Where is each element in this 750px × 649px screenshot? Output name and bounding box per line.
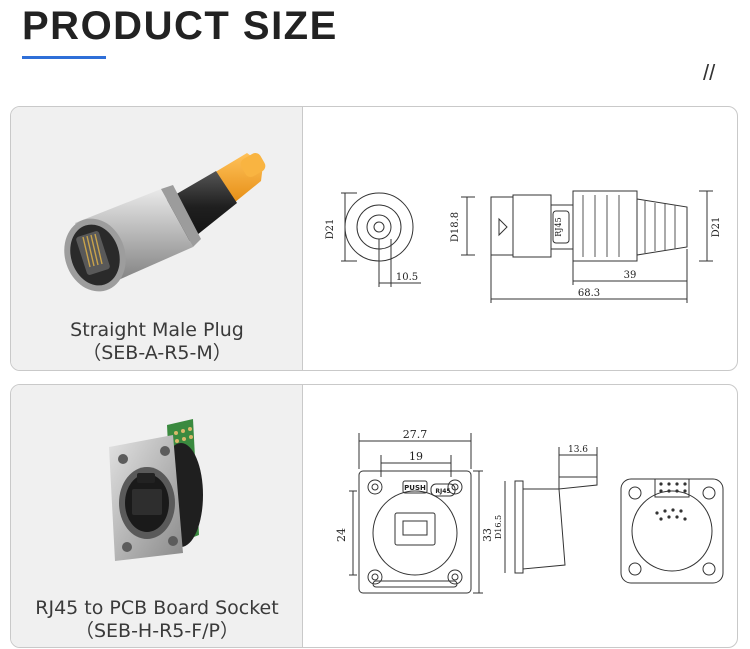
decorative-slash: //: [703, 60, 716, 85]
total-length-label: 68.3: [578, 288, 600, 299]
product-card-male-plug: Straight Male Plug （SEB-A-R5-M）: [10, 106, 738, 371]
rj45-body-label: RJ45: [554, 217, 563, 236]
body-length-label: 39: [624, 270, 637, 281]
side-view-label: D16.5: [494, 515, 503, 539]
page-title: PRODUCT SIZE: [22, 4, 338, 48]
title-underline: [22, 56, 106, 59]
nose-diameter-label: D18.8: [450, 212, 461, 242]
product-name: Straight Male Plug: [70, 319, 244, 341]
male-plug-photo: [64, 153, 266, 292]
product-model: （SEB-A-R5-M）: [82, 342, 232, 364]
flange-width-label: 27.7: [403, 428, 428, 441]
pcb-socket-photo: [109, 419, 203, 561]
male-plug-dimension-drawing: D21 10.5 D18.8 D21 RJ45 39 68.3: [325, 190, 722, 303]
front-diameter-label: D21: [325, 219, 336, 240]
front-width-label: 10.5: [396, 272, 418, 283]
product-card-pcb-socket: RJ45 to PCB Board Socket （SEB-H-R5-F/P）: [10, 384, 738, 648]
inner-width-label: 19: [409, 450, 423, 463]
product-name: RJ45 to PCB Board Socket: [35, 597, 279, 619]
push-label: PUSH: [404, 484, 426, 492]
product-model: （SEB-H-R5-F/P）: [74, 620, 240, 642]
flange-height-label: 33: [481, 528, 494, 542]
tail-diameter-label: D21: [711, 217, 722, 238]
product-photo-panel: Straight Male Plug （SEB-A-R5-M）: [11, 107, 303, 370]
inner-height-label: 24: [335, 528, 348, 542]
pcb-socket-dimension-drawing: 27.7 19 24 33 13.6 D16.5 PUSH RJ45: [335, 428, 724, 594]
product-photo-panel: RJ45 to PCB Board Socket （SEB-H-R5-F/P）: [11, 385, 303, 647]
side-depth-label: 13.6: [568, 445, 588, 455]
jack-label: RJ45: [435, 488, 450, 495]
